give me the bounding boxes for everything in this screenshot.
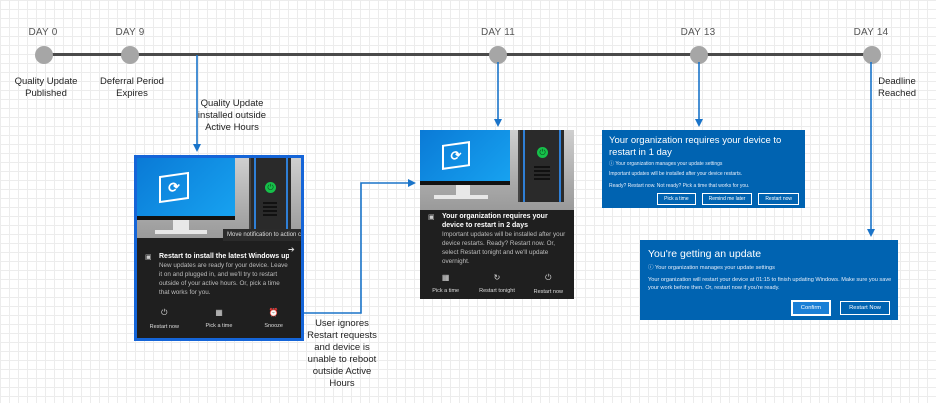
remind-me-later-button[interactable]: Remind me later xyxy=(701,193,753,205)
dialog-title: Your organization requires your device t… xyxy=(609,135,782,158)
power-led-icon: ⏻ xyxy=(537,147,548,158)
power-icon: ⏻ xyxy=(545,273,552,282)
move-arrow-icon[interactable]: ➔ xyxy=(288,245,295,254)
annotation-user-ignores: User ignores Restart requests and device… xyxy=(307,318,377,389)
toast-title: Your organization requires your device t… xyxy=(442,213,548,229)
info-icon: ⓘ xyxy=(648,265,656,271)
calendar-icon: ▦ xyxy=(441,273,450,282)
milestone-node-day-13 xyxy=(690,46,708,64)
dialog-title: You're getting an update xyxy=(648,248,762,260)
day-label-13: DAY 13 xyxy=(680,27,716,38)
windows-update-icon: ⟳ xyxy=(442,141,470,170)
timeline-line xyxy=(43,53,869,56)
restart-in-2-days-toast: ⟳ ⏻ ▣ Your organization requires your de… xyxy=(420,130,574,299)
restart-now-action[interactable]: ⏻ Restart now xyxy=(139,308,189,330)
day-label-0: DAY 0 xyxy=(28,27,58,38)
moon-restart-icon: ↻ xyxy=(493,273,501,282)
pc-illustration: ⟳ ⏻ xyxy=(420,130,574,210)
restart-now-button[interactable]: Restart now xyxy=(758,193,799,205)
annotation-installed: Quality Update installed outside Active … xyxy=(197,98,267,133)
calendar-icon: ▦ xyxy=(215,308,223,317)
confirm-button[interactable]: Confirm xyxy=(790,300,832,316)
power-icon: ⏻ xyxy=(161,308,168,317)
windows-update-icon: ⟳ xyxy=(159,171,189,204)
alarm-icon: ⏰ xyxy=(268,308,279,317)
restart-tonight-action[interactable]: ↻ Restart tonight xyxy=(472,273,522,295)
day-label-14: DAY 14 xyxy=(853,27,889,38)
pick-a-time-button[interactable]: Pick a time xyxy=(657,193,696,205)
managed-settings-line: ⓘ Your organization manages your update … xyxy=(648,265,775,271)
restart-toast-notification: ⟳ ⏻ Move notification to action center ▣… xyxy=(134,155,304,341)
getting-an-update-dialog: You're getting an update ⓘ Your organiza… xyxy=(640,240,898,320)
pc-tower: ⏻ xyxy=(518,130,564,202)
dialog-line-2: Ready? Restart now. Not ready? Pick a ti… xyxy=(609,183,750,189)
notification-app-icon: ▣ xyxy=(428,214,435,221)
monitor-screen xyxy=(137,158,235,220)
milestone-node-day-14 xyxy=(863,46,881,64)
managed-settings-line: ⓘ Your organization manages your update … xyxy=(609,161,723,167)
dialog-body: Your organization will restart your devi… xyxy=(648,277,892,291)
snooze-action[interactable]: ⏰ Snooze xyxy=(249,308,299,330)
pick-a-time-action[interactable]: ▦ Pick a time xyxy=(421,273,471,295)
move-to-action-center-tooltip: Move notification to action center xyxy=(223,229,301,241)
toast-body-text: Important updates will be installed afte… xyxy=(442,231,566,265)
milestone-note-day-9: Deferral Period Expires xyxy=(100,76,164,99)
toast-title: Restart to install the latest Windows up… xyxy=(159,253,289,260)
restart-now-action[interactable]: ⏻ Restart now xyxy=(523,273,573,295)
milestone-note-day-0: Quality Update Published xyxy=(14,76,78,99)
toast-body-text: New updates are ready for your device. L… xyxy=(159,262,288,296)
milestone-node-day-11 xyxy=(489,46,507,64)
notification-app-icon: ▣ xyxy=(145,254,152,261)
milestone-node-day-0 xyxy=(35,46,53,64)
restart-now-button[interactable]: Restart Now xyxy=(840,301,890,315)
milestone-node-day-9 xyxy=(121,46,139,64)
dialog-line-1: Important updates will be installed afte… xyxy=(609,171,743,177)
pc-illustration: ⟳ ⏻ xyxy=(137,158,301,238)
pick-a-time-action[interactable]: ▦ Pick a time xyxy=(194,308,244,330)
milestone-note-day-14: Deadline Reached xyxy=(877,76,917,99)
pc-tower: ⏻ xyxy=(249,158,291,238)
day-label-11: DAY 11 xyxy=(481,27,515,38)
restart-in-1-day-dialog: Your organization requires your device t… xyxy=(602,130,805,208)
day-label-9: DAY 9 xyxy=(115,27,145,38)
power-led-icon: ⏻ xyxy=(265,182,276,193)
monitor-screen xyxy=(420,130,510,185)
info-icon: ⓘ xyxy=(609,161,616,167)
